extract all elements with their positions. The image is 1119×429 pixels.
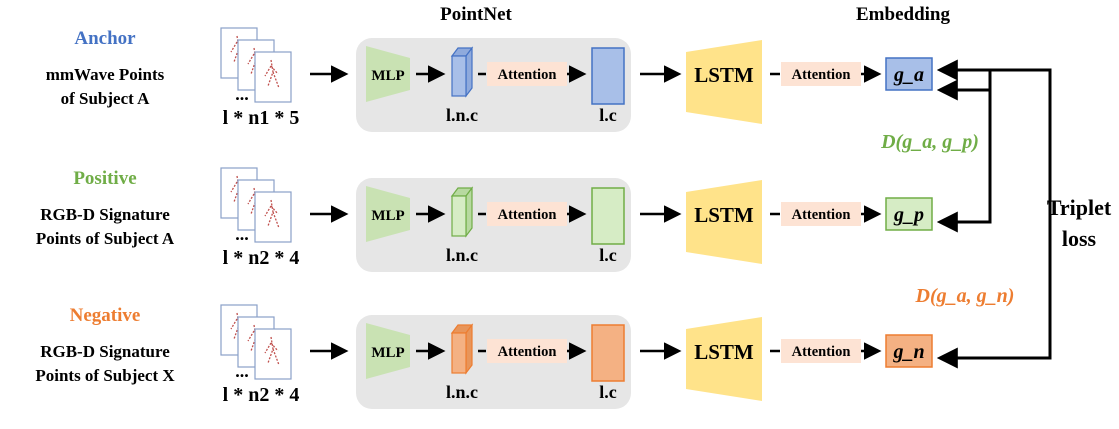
attention-label-pointnet: Attention: [498, 344, 557, 360]
attention-label-temporal: Attention: [792, 207, 851, 223]
lstm-label: LSTM: [694, 63, 754, 87]
feature-shape-lc: l.c: [599, 382, 617, 402]
pointnet-header: PointNet: [440, 4, 512, 25]
feature-shape-lnc: l.n.c: [446, 245, 478, 265]
mlp-block: [366, 323, 410, 379]
embedding-label-negative: g_n: [892, 341, 924, 363]
attention-block-temporal: [781, 202, 861, 226]
attention-label-pointnet: Attention: [498, 207, 557, 223]
lstm-block-anchor: [686, 40, 762, 124]
embedding-label-anchor: g_a: [893, 64, 924, 86]
mlp-block: [366, 186, 410, 242]
lstm-block-negative: [686, 317, 762, 401]
role-label-negative: Negative: [70, 305, 141, 326]
attention-block-pointnet: [487, 202, 567, 226]
attention-block-pointnet: [487, 62, 567, 86]
embedding-box-anchor: [885, 57, 933, 91]
feature-cuboid-positive: [450, 186, 474, 238]
feature-shape-lnc: l.n.c: [446, 105, 478, 125]
anchor-loss-line: [936, 59, 992, 98]
triplet-loss-label-line2: loss: [1062, 226, 1097, 251]
feature-shape-lnc: l.n.c: [446, 382, 478, 402]
feature-vector-positive: [591, 187, 625, 245]
attention-block-temporal: [781, 339, 861, 363]
point-frames-icon: ...: [220, 304, 292, 381]
input-desc-line1-negative: RGB-D Signature: [40, 342, 170, 361]
attention-block-pointnet: [487, 339, 567, 363]
mlp-label: MLP: [371, 345, 404, 361]
mlp-label: MLP: [371, 208, 404, 224]
point-frames-icon: ...: [220, 27, 292, 104]
attention-label-temporal: Attention: [792, 344, 851, 360]
feature-cuboid-anchor: [450, 46, 474, 98]
input-desc-line2-positive: Points of Subject A: [36, 229, 175, 248]
feature-vector-anchor: [591, 47, 625, 105]
feature-vector-negative: [591, 324, 625, 382]
triplet-loss-label-line1: Triplet: [1047, 195, 1112, 220]
more-frames-ellipsis: ...: [235, 84, 249, 104]
lstm-label: LSTM: [694, 340, 754, 364]
positive-loss-line: [936, 90, 992, 233]
attention-label-pointnet: Attention: [498, 67, 557, 83]
anchor-positive-loss-line: [936, 79, 992, 101]
mlp-block: [366, 46, 410, 102]
lstm-label: LSTM: [694, 203, 754, 227]
row-anchor: Anchor mmWave Points of Subject A... l * n1…: [46, 27, 933, 132]
role-label-positive: Positive: [73, 168, 136, 189]
input-shape-negative: l * n2 * 4: [223, 384, 300, 406]
input-shape-positive: l * n2 * 4: [223, 247, 300, 269]
input-desc-line2-negative: Points of Subject X: [35, 366, 175, 385]
feature-shape-lc: l.c: [599, 105, 617, 125]
feature-cuboid-negative: [450, 323, 474, 375]
attention-label-temporal: Attention: [792, 67, 851, 83]
input-desc-line1-anchor: mmWave Points: [46, 65, 165, 84]
negative-loss-line: [936, 68, 1052, 369]
triplet-loss-connectors: [936, 59, 1052, 369]
embedding-header: Embedding: [856, 4, 950, 25]
pipeline-rows: Anchor mmWave Points of Subject A... l * n1…: [35, 27, 933, 409]
distance-anchor-negative: D(g_a, g_n): [915, 285, 1015, 307]
input-desc-line1-positive: RGB-D Signature: [40, 205, 170, 224]
mlp-label: MLP: [371, 68, 404, 84]
embedding-label-positive: g_p: [893, 204, 924, 226]
embedding-box-negative: [885, 334, 933, 368]
more-frames-ellipsis: ...: [235, 361, 249, 381]
embedding-box-positive: [885, 197, 933, 231]
feature-shape-lc: l.c: [599, 245, 617, 265]
attention-block-temporal: [781, 62, 861, 86]
input-desc-line2-anchor: of Subject A: [61, 89, 151, 108]
input-shape-anchor: l * n1 * 5: [223, 107, 300, 129]
distance-anchor-positive: D(g_a, g_p): [880, 131, 979, 153]
more-frames-ellipsis: ...: [235, 224, 249, 244]
role-label-anchor: Anchor: [74, 28, 136, 49]
lstm-block-positive: [686, 180, 762, 264]
point-frames-icon: ...: [220, 167, 292, 244]
